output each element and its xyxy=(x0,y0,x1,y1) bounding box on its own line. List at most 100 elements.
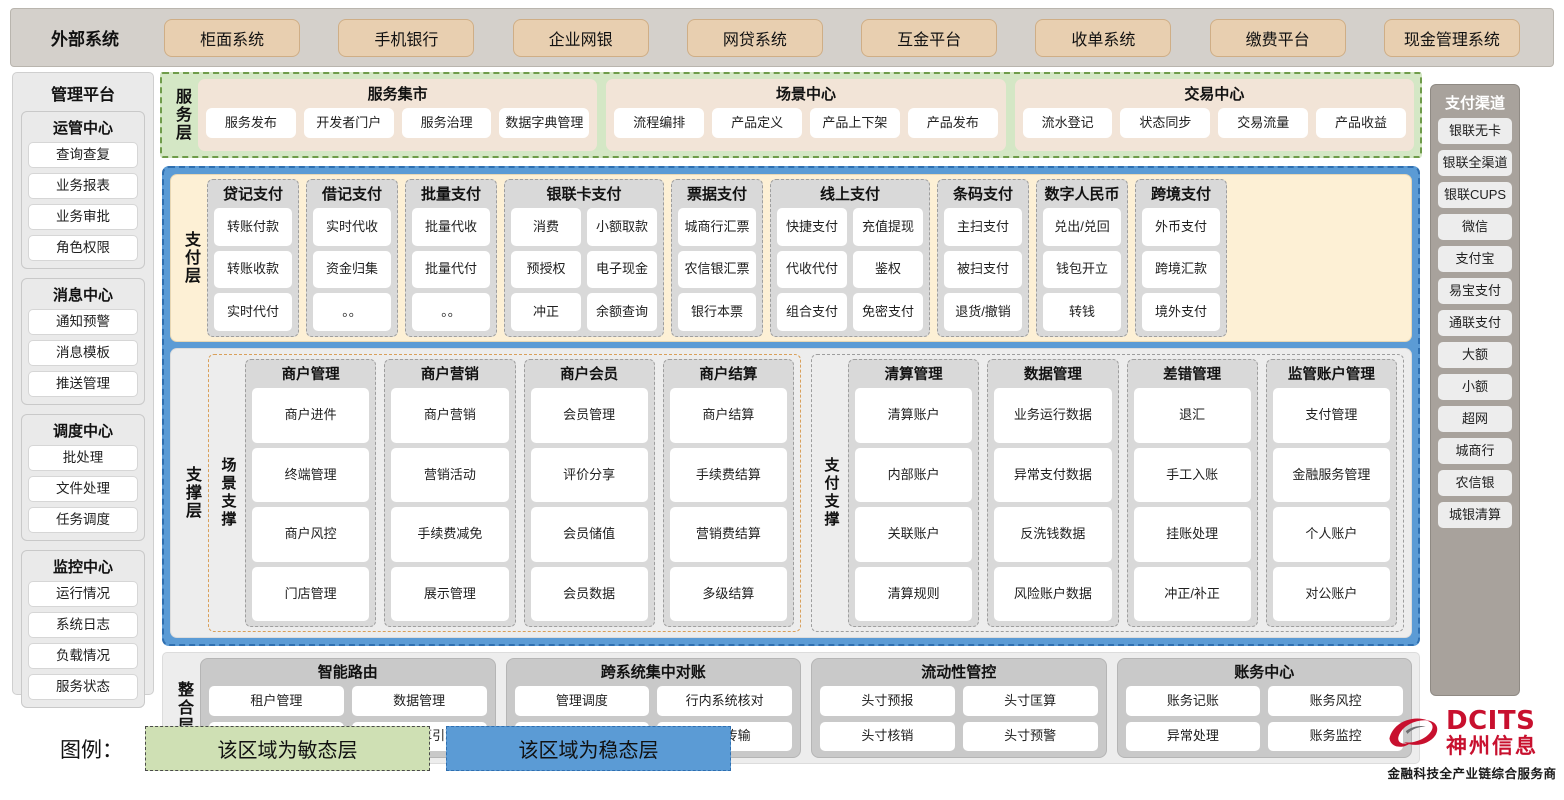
payment-item-1-0-0[interactable]: 实时代收 xyxy=(313,208,391,246)
payment-item-1-2-0[interactable]: 。。 xyxy=(313,293,391,332)
payment-item-8-1-0[interactable]: 跨境汇款 xyxy=(1142,250,1220,289)
service-item-2-1[interactable]: 状态同步 xyxy=(1120,108,1211,138)
integration-item-3-0-0[interactable]: 账务记账 xyxy=(1125,686,1261,716)
management-item-0-2[interactable]: 业务审批 xyxy=(28,204,138,230)
management-item-1-0[interactable]: 通知预警 xyxy=(28,309,138,335)
payment-item-0-2-0[interactable]: 实时代付 xyxy=(214,293,292,332)
integration-item-1-0-0[interactable]: 管理调度 xyxy=(514,686,650,716)
management-item-2-2[interactable]: 任务调度 xyxy=(28,507,138,533)
support-item-1-2-0[interactable]: 退汇 xyxy=(1133,388,1251,443)
integration-item-2-0-0[interactable]: 头寸预报 xyxy=(820,686,955,716)
external-system-chip-5[interactable]: 收单系统 xyxy=(1035,18,1172,57)
support-item-1-1-1[interactable]: 异常支付数据 xyxy=(994,447,1112,502)
support-item-0-2-1[interactable]: 评价分享 xyxy=(530,447,648,502)
external-system-chip-2[interactable]: 企业网银 xyxy=(512,18,649,57)
management-item-3-0[interactable]: 运行情况 xyxy=(28,581,138,607)
support-item-1-2-2[interactable]: 挂账处理 xyxy=(1133,507,1251,562)
support-item-0-1-1[interactable]: 营销活动 xyxy=(391,447,509,502)
integration-item-3-1-1[interactable]: 账务监控 xyxy=(1268,721,1403,751)
payment-channel-item-9[interactable]: 超网 xyxy=(1438,406,1512,432)
payment-item-3-0-1[interactable]: 小额取款 xyxy=(587,208,657,246)
management-item-0-1[interactable]: 业务报表 xyxy=(28,173,138,199)
support-item-1-2-3[interactable]: 冲正/补正 xyxy=(1133,566,1251,621)
service-item-2-3[interactable]: 产品收益 xyxy=(1316,108,1406,138)
payment-item-5-2-1[interactable]: 免密支付 xyxy=(853,293,923,332)
payment-item-1-1-0[interactable]: 资金归集 xyxy=(313,250,391,289)
integration-item-3-1-0[interactable]: 异常处理 xyxy=(1125,721,1261,751)
payment-channel-item-3[interactable]: 微信 xyxy=(1438,214,1512,240)
management-item-2-0[interactable]: 批处理 xyxy=(28,445,138,471)
external-system-chip-7[interactable]: 现金管理系统 xyxy=(1383,18,1520,57)
support-item-1-3-0[interactable]: 支付管理 xyxy=(1272,388,1390,443)
management-item-1-2[interactable]: 推送管理 xyxy=(28,371,138,397)
support-item-0-1-3[interactable]: 展示管理 xyxy=(391,566,509,621)
support-item-0-3-2[interactable]: 营销费结算 xyxy=(669,507,787,562)
support-item-1-1-3[interactable]: 风险账户数据 xyxy=(994,566,1112,621)
service-item-1-0[interactable]: 流程编排 xyxy=(614,108,705,138)
payment-item-4-2-0[interactable]: 银行本票 xyxy=(678,293,756,332)
support-item-1-1-2[interactable]: 反洗钱数据 xyxy=(994,507,1112,562)
payment-item-6-2-0[interactable]: 退货/撤销 xyxy=(944,293,1022,332)
service-item-0-0[interactable]: 服务发布 xyxy=(206,108,296,138)
payment-item-5-0-1[interactable]: 充值提现 xyxy=(853,208,923,246)
support-item-0-0-2[interactable]: 商户风控 xyxy=(252,507,370,562)
payment-channel-item-4[interactable]: 支付宝 xyxy=(1438,246,1512,272)
support-item-1-0-0[interactable]: 清算账户 xyxy=(855,388,973,443)
payment-item-7-2-0[interactable]: 转钱 xyxy=(1043,293,1121,332)
external-system-chip-1[interactable]: 手机银行 xyxy=(338,18,475,57)
payment-channel-item-7[interactable]: 大额 xyxy=(1438,342,1512,368)
support-item-1-3-3[interactable]: 对公账户 xyxy=(1272,566,1390,621)
payment-channel-item-1[interactable]: 银联全渠道 xyxy=(1438,150,1512,176)
support-item-0-2-0[interactable]: 会员管理 xyxy=(530,388,648,443)
service-item-0-2[interactable]: 服务治理 xyxy=(401,108,492,138)
payment-channel-item-0[interactable]: 银联无卡 xyxy=(1438,118,1512,144)
support-item-0-0-0[interactable]: 商户进件 xyxy=(252,388,370,443)
support-item-0-1-2[interactable]: 手续费减免 xyxy=(391,507,509,562)
management-item-0-3[interactable]: 角色权限 xyxy=(28,235,138,261)
external-system-chip-4[interactable]: 互金平台 xyxy=(861,18,998,57)
payment-item-4-1-0[interactable]: 农信银汇票 xyxy=(678,250,756,289)
payment-item-7-1-0[interactable]: 钱包开立 xyxy=(1043,250,1121,289)
integration-item-0-0-0[interactable]: 租户管理 xyxy=(209,686,344,716)
payment-item-6-1-0[interactable]: 被扫支付 xyxy=(944,250,1022,289)
payment-item-6-0-0[interactable]: 主扫支付 xyxy=(944,208,1022,246)
payment-item-5-0-0[interactable]: 快捷支付 xyxy=(777,208,847,246)
integration-item-0-0-1[interactable]: 数据管理 xyxy=(351,686,487,716)
payment-channel-item-12[interactable]: 城银清算 xyxy=(1438,502,1512,528)
support-item-0-3-1[interactable]: 手续费结算 xyxy=(669,447,787,502)
service-item-1-2[interactable]: 产品上下架 xyxy=(809,108,900,138)
support-item-0-1-0[interactable]: 商户营销 xyxy=(391,388,509,443)
payment-item-5-1-1[interactable]: 鉴权 xyxy=(853,250,923,289)
payment-channel-item-2[interactable]: 银联CUPS xyxy=(1438,182,1512,208)
support-item-0-3-0[interactable]: 商户结算 xyxy=(669,388,787,443)
integration-item-3-0-1[interactable]: 账务风控 xyxy=(1268,686,1403,716)
payment-item-0-1-0[interactable]: 转账收款 xyxy=(214,250,292,289)
management-item-0-0[interactable]: 查询查复 xyxy=(28,142,138,168)
management-item-3-3[interactable]: 服务状态 xyxy=(28,674,138,700)
payment-channel-item-11[interactable]: 农信银 xyxy=(1438,470,1512,496)
support-item-1-0-3[interactable]: 清算规则 xyxy=(855,566,973,621)
management-item-2-1[interactable]: 文件处理 xyxy=(28,476,138,502)
support-item-0-2-2[interactable]: 会员储值 xyxy=(530,507,648,562)
support-item-1-3-1[interactable]: 金融服务管理 xyxy=(1272,447,1390,502)
payment-item-2-2-0[interactable]: 。。 xyxy=(412,293,490,332)
support-item-1-1-0[interactable]: 业务运行数据 xyxy=(994,388,1112,443)
payment-item-3-0-0[interactable]: 消费 xyxy=(511,208,581,246)
support-item-1-2-1[interactable]: 手工入账 xyxy=(1133,447,1251,502)
service-item-0-1[interactable]: 开发者门户 xyxy=(303,108,394,138)
payment-item-0-0-0[interactable]: 转账付款 xyxy=(214,208,292,246)
payment-item-8-0-0[interactable]: 外币支付 xyxy=(1142,208,1220,246)
integration-item-2-1-0[interactable]: 头寸核销 xyxy=(820,721,955,751)
integration-item-1-0-1[interactable]: 行内系统核对 xyxy=(657,686,792,716)
payment-item-4-0-0[interactable]: 城商行汇票 xyxy=(678,208,756,246)
payment-item-5-1-0[interactable]: 代收代付 xyxy=(777,250,847,289)
management-item-3-2[interactable]: 负载情况 xyxy=(28,643,138,669)
payment-channel-item-5[interactable]: 易宝支付 xyxy=(1438,278,1512,304)
payment-item-3-1-1[interactable]: 电子现金 xyxy=(587,250,657,289)
payment-item-8-2-0[interactable]: 境外支付 xyxy=(1142,293,1220,332)
external-system-chip-3[interactable]: 网贷系统 xyxy=(686,18,823,57)
support-item-1-0-2[interactable]: 关联账户 xyxy=(855,507,973,562)
payment-item-3-2-0[interactable]: 冲正 xyxy=(511,293,581,332)
payment-item-7-0-0[interactable]: 兑出/兑回 xyxy=(1043,208,1121,246)
payment-item-3-1-0[interactable]: 预授权 xyxy=(511,250,581,289)
